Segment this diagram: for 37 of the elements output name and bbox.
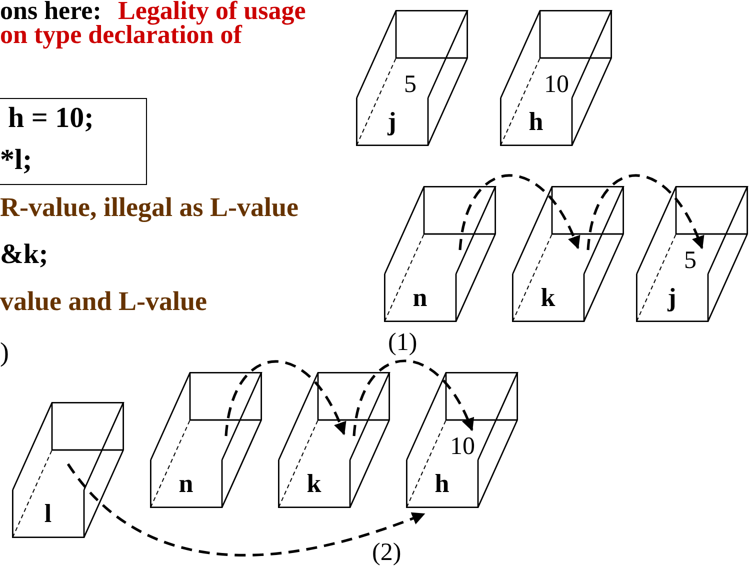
variable-name: n (412, 282, 428, 314)
variable-name: h (528, 106, 544, 138)
variable-name: j (386, 106, 398, 138)
storage-box (12, 402, 124, 538)
storage-box (406, 372, 518, 508)
code-line: h = 10; (8, 103, 94, 135)
variable-name: n (178, 468, 194, 500)
value-text: 5 (404, 72, 416, 97)
edge-label: (2) (372, 540, 402, 565)
code-line: &k; (0, 240, 48, 271)
storage-box (150, 372, 262, 508)
storage-box (636, 186, 748, 322)
storage-box (384, 186, 496, 322)
explanation-text: R-value, illegal as L-value (0, 193, 298, 223)
storage-box (278, 372, 390, 508)
edge-label: (1) (388, 330, 418, 355)
dashed-arrow (224, 360, 346, 436)
value-text: 5 (684, 248, 696, 273)
value-text: 10 (544, 72, 569, 97)
dashed-arrow (66, 463, 426, 556)
code-line: *l; (0, 145, 32, 177)
dashed-arrow (586, 174, 704, 250)
variable-name: k (540, 282, 556, 314)
variable-name: k (306, 468, 322, 500)
dashed-arrow (458, 174, 580, 250)
variable-name: j (666, 282, 678, 314)
value-text: 10 (450, 434, 475, 459)
storage-box (512, 186, 624, 322)
variable-name: l (43, 498, 53, 530)
explanation-text: value and L-value (0, 287, 208, 317)
heading-text: ons here: (0, 0, 102, 25)
parenthesis-text: ) (0, 338, 9, 368)
storage-box (356, 10, 468, 146)
storage-box (500, 10, 612, 146)
heading-text: Legality of usage (118, 0, 306, 25)
dashed-arrow (352, 360, 474, 436)
variable-name: h (434, 468, 450, 500)
